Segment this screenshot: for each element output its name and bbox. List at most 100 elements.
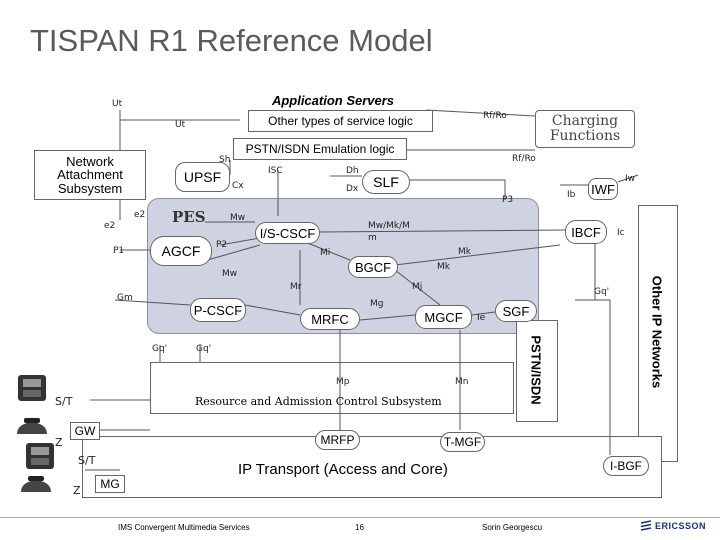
other-services-box: Other types of service logic bbox=[248, 110, 433, 132]
nass-box: Network Attachment Subsystem bbox=[34, 150, 146, 200]
mrfc-box: MRFC bbox=[300, 308, 360, 330]
refpoint-mn: Mn bbox=[455, 377, 469, 387]
ip-transport-box bbox=[82, 436, 662, 498]
phone-icon bbox=[26, 443, 54, 469]
refpoint-gq-2: Gq' bbox=[152, 344, 168, 354]
mg-box: MG bbox=[95, 475, 125, 493]
footer-author: Sorin Georgescu bbox=[482, 523, 543, 532]
refpoint-p1: P1 bbox=[113, 246, 125, 256]
refpoint-ib: Ib bbox=[567, 190, 576, 200]
refpoint-z-2: Z bbox=[73, 484, 81, 497]
refpoint-mw-1: Mw bbox=[230, 213, 246, 223]
agcf-box: AGCF bbox=[150, 236, 212, 266]
refpoint-p2: P2 bbox=[216, 240, 228, 250]
refpoint-p3: P3 bbox=[502, 195, 514, 205]
agcf-label: AGCF bbox=[161, 243, 201, 259]
pcscf-box: P-CSCF bbox=[190, 298, 246, 322]
ip-transport-label: IP Transport (Access and Core) bbox=[238, 461, 448, 478]
refpoint-gq-3: Gq' bbox=[196, 344, 212, 354]
nass-label: Network Attachment Subsystem bbox=[57, 153, 123, 196]
refpoint-dx: Dx bbox=[346, 184, 359, 194]
refpoint-m: m bbox=[368, 233, 377, 243]
slf-box: SLF bbox=[362, 170, 410, 194]
racs-label: Resource and Admission Control Subsystem bbox=[195, 395, 442, 408]
refpoint-isc: ISC bbox=[268, 166, 283, 176]
ericsson-logo-text: ERICSSON bbox=[655, 521, 707, 531]
fax-icon bbox=[17, 418, 47, 434]
refpoint-mk-1: Mk bbox=[458, 247, 471, 257]
refpoint-rfro-1: Rf/Ro bbox=[483, 111, 507, 121]
tmgf-box: T-MGF bbox=[440, 432, 485, 452]
refpoint-mi: Mi bbox=[320, 248, 331, 258]
pes-label: PES bbox=[172, 208, 206, 226]
pstn-emulation-box: PSTN/ISDN Emulation logic bbox=[233, 138, 407, 160]
ericsson-logo-icon: ERICSSON bbox=[640, 520, 706, 532]
mrfc-label: MRFC bbox=[311, 311, 349, 327]
iwf-box: IWF bbox=[588, 178, 618, 200]
pstn-emulation-label: PSTN/ISDN Emulation logic bbox=[245, 142, 395, 156]
refpoint-mw-2: Mw bbox=[222, 269, 238, 279]
footer-left-text: IMS Convergent Multimedia Services bbox=[118, 523, 250, 532]
refpoint-iw: Iw bbox=[625, 174, 636, 184]
refpoint-mp: Mp bbox=[336, 377, 350, 387]
sgf-label: SGF bbox=[502, 303, 530, 319]
charging-functions-label: Charging Functions bbox=[549, 113, 621, 144]
upsf-box: UPSF bbox=[175, 162, 230, 192]
refpoint-mr: Mr bbox=[290, 282, 302, 292]
other-ip-networks-label: Other IP Networks bbox=[649, 275, 665, 389]
refpoint-e2-b: e2 bbox=[104, 221, 116, 231]
iscscf-label: I/S-CSCF bbox=[259, 225, 316, 241]
iscscf-box: I/S-CSCF bbox=[255, 222, 320, 244]
refpoint-st-2: S/T bbox=[78, 454, 96, 467]
racs-box bbox=[150, 362, 514, 414]
refpoint-ic: Ic bbox=[617, 228, 625, 238]
other-services-label: Other types of service logic bbox=[268, 114, 413, 128]
pstn-isdn-label: PSTN/ISDN bbox=[528, 335, 544, 405]
refpoint-e2-a: e2 bbox=[134, 210, 146, 220]
refpoint-mg: Mg bbox=[370, 299, 384, 309]
refpoint-cx: Cx bbox=[232, 181, 244, 191]
footer-page-number: 16 bbox=[355, 523, 364, 532]
upsf-label: UPSF bbox=[183, 169, 222, 185]
mgcf-label: MGCF bbox=[424, 309, 463, 325]
ericsson-logo-mark-icon bbox=[640, 520, 652, 531]
refpoint-ut-2: Ut bbox=[175, 120, 186, 130]
refpoint-z-1: Z bbox=[55, 436, 63, 449]
tmgf-label: T-MGF bbox=[443, 435, 482, 449]
mrfp-label: MRFP bbox=[320, 433, 355, 447]
slf-label: SLF bbox=[373, 174, 399, 190]
ibgf-label: I-BGF bbox=[610, 459, 642, 473]
pstn-isdn-box bbox=[516, 320, 558, 422]
refpoint-mk-2: Mk bbox=[437, 262, 450, 272]
refpoint-mj: Mj bbox=[412, 282, 423, 292]
refpoint-ie: Ie bbox=[477, 313, 486, 323]
sgf-box: SGF bbox=[495, 300, 537, 322]
iwf-label: IWF bbox=[591, 181, 615, 197]
refpoint-dh: Dh bbox=[346, 166, 359, 176]
refpoint-sh: Sh bbox=[219, 155, 231, 165]
mg-label: MG bbox=[100, 477, 120, 491]
bgcf-box: BGCF bbox=[348, 256, 398, 278]
refpoint-st-1: S/T bbox=[55, 395, 73, 408]
footer-bar bbox=[0, 517, 720, 518]
refpoint-mwmkm: Mw/Mk/M bbox=[368, 221, 410, 231]
refpoint-gm: Gm bbox=[117, 293, 133, 303]
phone-icon bbox=[18, 375, 46, 401]
refpoint-gq-1: Gq' bbox=[594, 287, 610, 297]
gw-label: GW bbox=[74, 424, 96, 438]
ibgf-box: I-BGF bbox=[603, 456, 649, 476]
other-ip-networks-box bbox=[638, 205, 678, 462]
pcscf-label: P-CSCF bbox=[193, 302, 243, 318]
fax-icon bbox=[21, 476, 51, 492]
ibcf-label: IBCF bbox=[571, 224, 601, 240]
mgcf-box: MGCF bbox=[415, 305, 472, 329]
application-servers-label: Application Servers bbox=[271, 92, 395, 108]
page-title: TISPAN R1 Reference Model bbox=[30, 23, 433, 58]
mrfp-box: MRFP bbox=[315, 430, 360, 450]
bgcf-label: BGCF bbox=[354, 259, 392, 275]
refpoint-rfro-2: Rf/Ro bbox=[512, 154, 536, 164]
charging-functions-box: Charging Functions bbox=[535, 110, 635, 148]
refpoint-ut-1: Ut bbox=[112, 99, 123, 109]
ibcf-box: IBCF bbox=[565, 220, 607, 244]
gw-box: GW bbox=[70, 422, 100, 440]
